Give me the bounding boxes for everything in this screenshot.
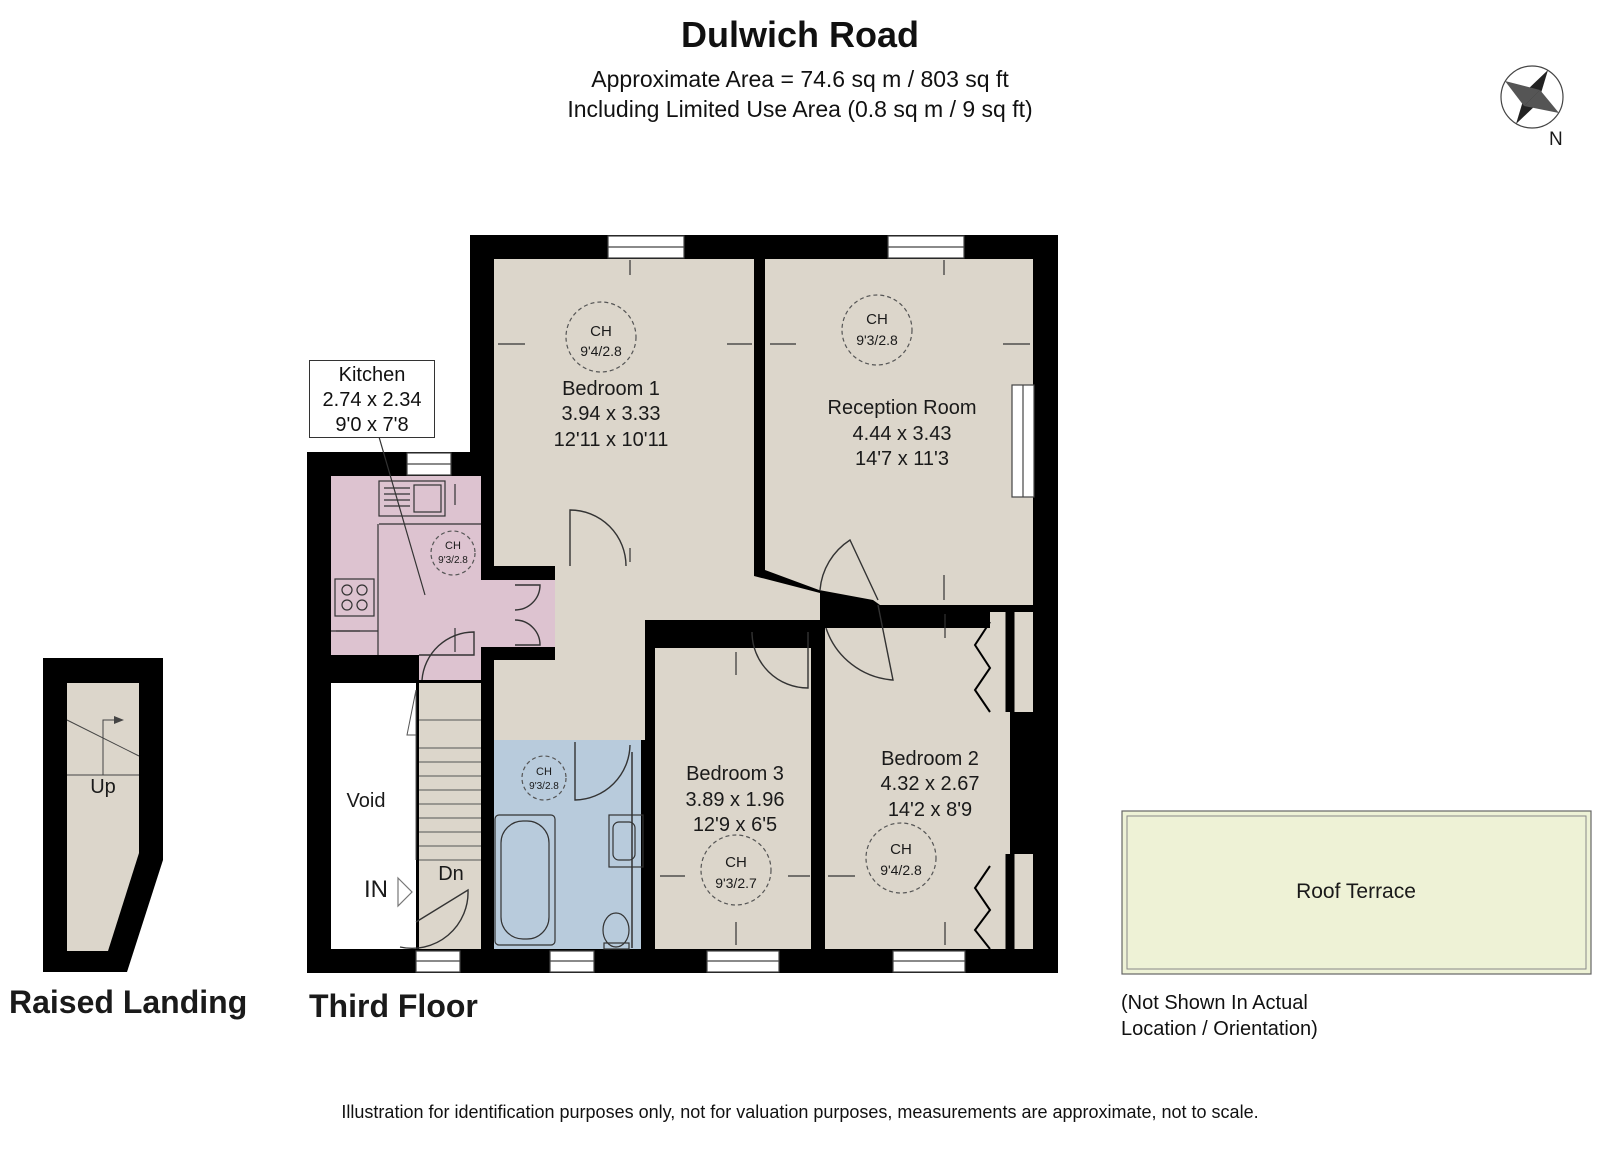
void-floor: [331, 683, 416, 949]
raised-landing-plan: [43, 658, 163, 972]
reception-imperial: 14'7 x 11'3: [855, 448, 949, 470]
staircase: [406, 689, 481, 861]
kitchen-cupboard: [481, 580, 555, 647]
terrace-note-line1: (Not Shown In Actual: [1121, 992, 1308, 1014]
kitchen-label-box: Kitchen 2.74 x 2.34 9'0 x 7'8: [309, 360, 435, 438]
bedroom1-ch: CH: [590, 323, 612, 340]
kitchen-ceiling: 9'3/2.8: [438, 555, 468, 566]
bathroom-ceiling: 9'3/2.8: [529, 781, 559, 792]
terrace-note-line2: Location / Orientation): [1121, 1018, 1318, 1040]
bedroom3-imperial: 12'9 x 6'5: [693, 814, 777, 836]
kitchen-metric: 2.74 x 2.34: [322, 389, 422, 411]
bedroom3-ch: CH: [725, 854, 747, 871]
entrance-arrow-icon: [397, 876, 413, 908]
roof-terrace: [1121, 810, 1592, 975]
bedroom1-ceiling: 9'4/2.8: [580, 343, 622, 359]
reception-floor: [765, 259, 1033, 605]
bedroom2-name: Bedroom 2: [881, 748, 979, 770]
sink-icon: [378, 480, 446, 517]
wardrobe-doors: [973, 621, 992, 950]
terrace-note: (Not Shown In Actual Location / Orientat…: [1121, 990, 1318, 1042]
reception-ch: CH: [866, 311, 888, 328]
door-swings: [399, 509, 894, 950]
compass-north-label: N: [1549, 129, 1563, 150]
bedroom3-floor: [655, 648, 811, 949]
washbasin-icon: [608, 814, 644, 868]
plan-title: Dulwich Road: [680, 14, 919, 55]
roof-terrace-label: Roof Terrace: [1296, 880, 1416, 903]
bathroom-ch: CH: [536, 766, 552, 778]
hob-icon: [334, 578, 375, 617]
windows: [406, 235, 1035, 973]
raised-landing-title: Raised Landing: [9, 984, 247, 1020]
landing-up-label: Up: [90, 776, 116, 798]
third-floor-title: Third Floor: [309, 988, 478, 1024]
bedroom1-metric: 3.94 x 3.33: [562, 403, 661, 425]
bedroom2-imperial: 14'2 x 8'9: [888, 799, 972, 821]
bathtub-icon: [494, 814, 556, 946]
void-label: Void: [347, 790, 386, 812]
bedroom1-name: Bedroom 1: [562, 378, 660, 400]
bathroom-fittings: [494, 752, 644, 950]
room-labels: CH 9'4/2.8 Bedroom 1 3.94 x 3.33 12'11 x…: [9, 311, 1416, 1024]
bedroom2-ch: CH: [890, 841, 912, 858]
bedroom1-imperial: 12'11 x 10'11: [554, 429, 669, 451]
reception-metric: 4.44 x 3.43: [853, 423, 952, 445]
reception-name: Reception Room: [828, 397, 977, 419]
bathroom-floor: [494, 740, 641, 949]
approximate-area: Approximate Area = 74.6 sq m / 803 sq ft: [591, 66, 1009, 92]
limited-use-area: Including Limited Use Area (0.8 sq m / 9…: [567, 96, 1033, 122]
bedroom2-ceiling: 9'4/2.8: [880, 862, 922, 878]
disclaimer-footer: Illustration for identification purposes…: [341, 1102, 1259, 1122]
toilet-icon: [602, 912, 630, 948]
bedroom3-metric: 3.89 x 1.96: [686, 789, 785, 811]
ceiling-height-markers: [430, 294, 937, 906]
kitchen-name: Kitchen: [338, 364, 406, 386]
bedroom3-name: Bedroom 3: [686, 763, 784, 785]
reception-ceiling: 9'3/2.8: [856, 332, 898, 348]
bedroom3-ceiling: 9'3/2.7: [715, 875, 757, 891]
kitchen-ch: CH: [445, 540, 461, 552]
kitchen-doorway: [419, 655, 481, 680]
kitchen-fittings: [331, 480, 481, 655]
stairs-down-label: Dn: [438, 863, 464, 885]
entrance-in-label: IN: [364, 876, 388, 903]
bedroom2-floor: [825, 628, 1033, 949]
dimension-arrows: [336, 260, 1030, 945]
hallway-floor: [494, 566, 820, 740]
stairs-floor: [419, 683, 481, 949]
compass-rose-icon: [1500, 65, 1564, 129]
bedroom2-metric: 4.32 x 2.67: [881, 773, 980, 795]
kitchen-imperial: 9'0 x 7'8: [335, 414, 409, 436]
